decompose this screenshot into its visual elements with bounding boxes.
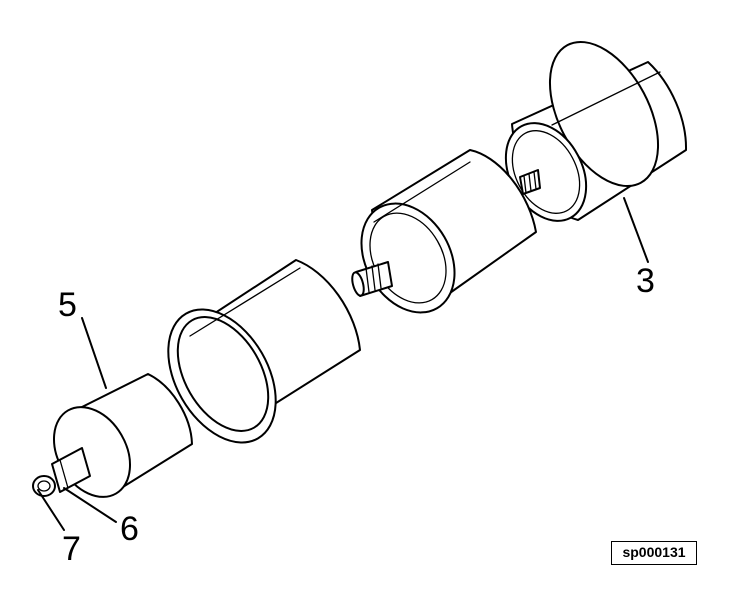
hollow-sleeve [167, 259, 361, 444]
middle-stepped-cylinder [351, 149, 537, 314]
callout-5: 5 [58, 286, 77, 324]
leader-3 [623, 197, 649, 263]
leader-7 [37, 489, 65, 531]
figure-reference-label: sp000131 [611, 541, 697, 565]
part-3-cylinder [504, 40, 688, 222]
leader-5 [81, 317, 107, 389]
leader-lines [37, 197, 649, 531]
callout-7: 7 [62, 530, 81, 568]
leader-6 [63, 487, 117, 523]
part-5-tool [32, 373, 193, 498]
callout-6: 6 [120, 510, 139, 548]
callout-3: 3 [636, 262, 655, 300]
